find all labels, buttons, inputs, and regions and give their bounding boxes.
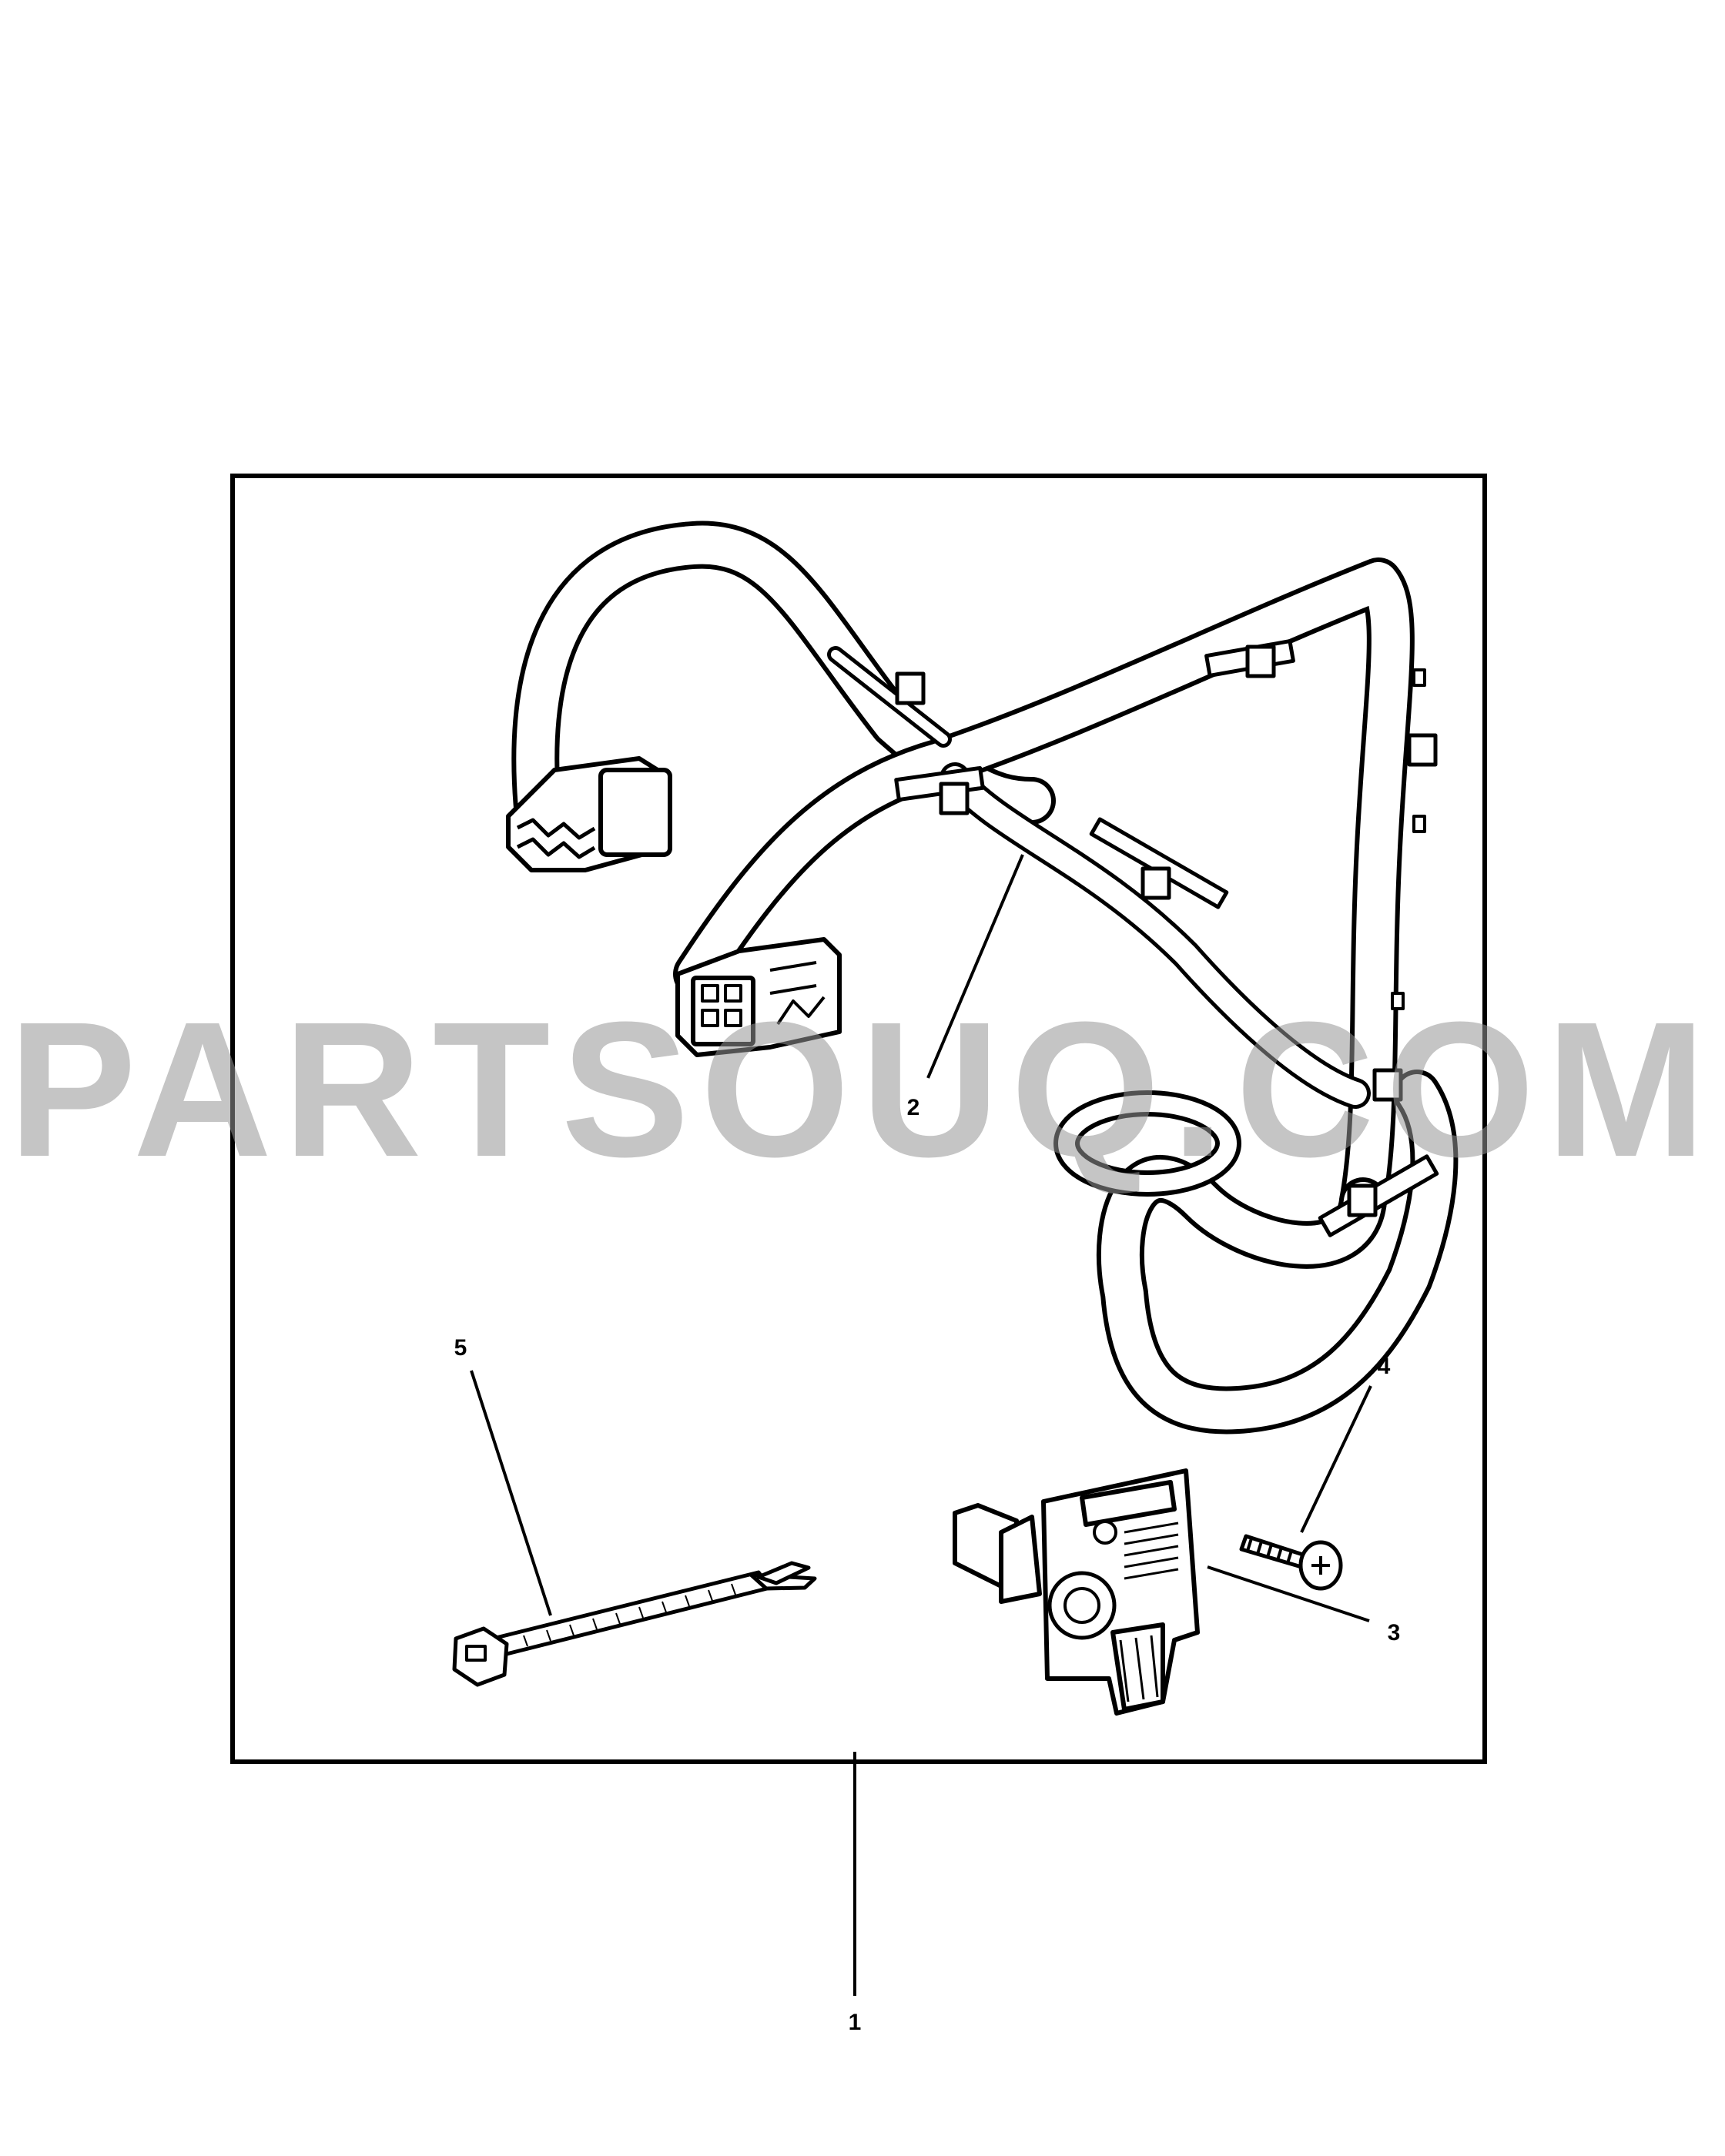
callout-1: 1 bbox=[849, 2010, 862, 2035]
callout-4: 4 bbox=[1378, 1354, 1391, 1379]
callout-3: 3 bbox=[1388, 1620, 1401, 1645]
harness-connector-left bbox=[506, 756, 672, 872]
kit-frame bbox=[230, 474, 1487, 1764]
screw[interactable] bbox=[1239, 1534, 1343, 1591]
callout-2: 2 bbox=[907, 1095, 920, 1120]
wiring-harness[interactable] bbox=[511, 521, 1459, 1435]
leader-4 bbox=[1300, 1385, 1372, 1533]
callout-5: 5 bbox=[454, 1335, 467, 1361]
leader-2 bbox=[926, 854, 1024, 1079]
harness-connector-center bbox=[675, 937, 842, 1057]
trailer-connector[interactable] bbox=[953, 1468, 1200, 1716]
cable-tie[interactable] bbox=[452, 1561, 817, 1687]
leader-3 bbox=[1207, 1565, 1370, 1622]
leader-5 bbox=[470, 1370, 552, 1616]
leader-lines bbox=[470, 854, 1372, 1996]
